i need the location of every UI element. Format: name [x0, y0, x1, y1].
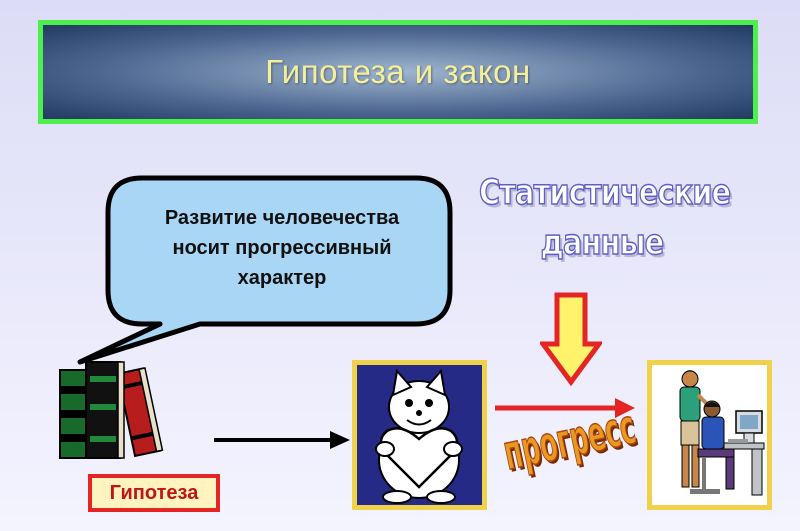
stats-line-1: Статистические: [478, 172, 731, 214]
slide-title: Гипотеза и закон: [265, 53, 531, 90]
bubble-line-3: характер: [237, 267, 327, 289]
hypothesis-text: Гипотеза: [109, 481, 199, 504]
cat-with-heart-icon: [375, 368, 463, 504]
bubble-line-2: носит прогрессивный: [172, 237, 392, 259]
people-computer-frame: [647, 360, 772, 510]
black-arrow-icon: [214, 431, 350, 449]
stats-line-2: данные: [540, 222, 665, 264]
cat-picture-frame: [352, 360, 487, 510]
books-icon: [59, 361, 164, 459]
down-arrow-icon: [540, 292, 602, 386]
red-arrow-icon: [495, 398, 635, 418]
stats-wordart: Статистические данные: [478, 168, 731, 268]
bubble-text: Развитие человечества носит прогрессивны…: [112, 203, 452, 293]
people-at-computer-icon: [679, 370, 765, 496]
hypothesis-label: Гипотеза: [88, 474, 220, 512]
title-banner: Гипотеза и закон: [38, 20, 758, 124]
speech-bubble: [77, 175, 453, 365]
bubble-line-1: Развитие человечества: [164, 207, 400, 229]
